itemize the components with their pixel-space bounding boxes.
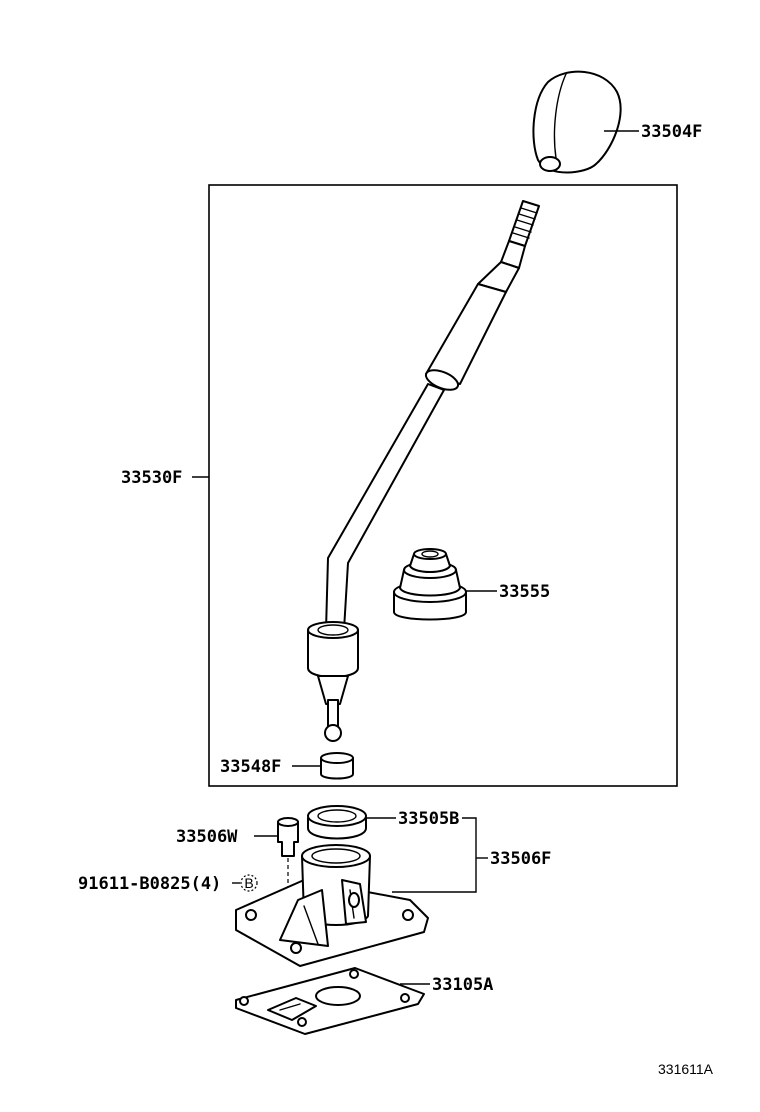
sub-assembly-frame [208, 184, 678, 787]
label-33505B: 33505B [398, 809, 459, 829]
bolt-marker-letter: B [244, 875, 253, 891]
label-33506W: 33506W [176, 827, 238, 847]
label-33555: 33555 [499, 582, 550, 602]
lever-seat-part [320, 752, 354, 780]
shift-lever-part [307, 200, 540, 742]
retainer-housing-part [235, 844, 429, 967]
gasket-part [235, 967, 425, 1035]
label-33506F: 33506F [490, 849, 551, 869]
label-33530F: 33530F [121, 468, 182, 488]
bolt-marker: B [240, 874, 258, 892]
lever-boot-part [393, 548, 467, 621]
label-33548F: 33548F [220, 757, 281, 777]
shift-knob-part [532, 70, 622, 174]
label-91611-B0825: 91611-B0825(4) [78, 874, 221, 894]
label-33504F: 33504F [641, 122, 702, 142]
illustration-code: 331611A [658, 1061, 714, 1077]
retainer-ring-part [307, 805, 367, 840]
label-33105A: 33105A [432, 975, 493, 995]
